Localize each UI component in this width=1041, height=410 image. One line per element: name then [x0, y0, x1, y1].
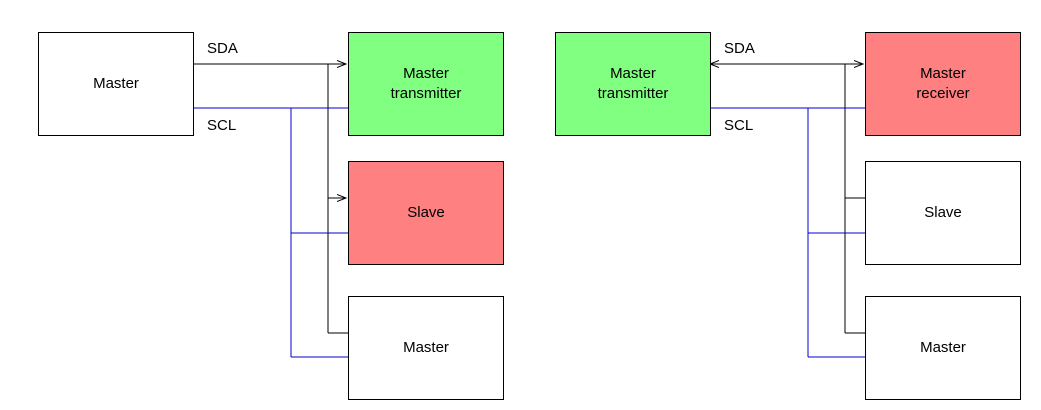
right-master-receiver-box: Master receiver — [865, 32, 1021, 136]
left-master-box: Master — [38, 32, 194, 136]
right-master-bottom-box: Master — [865, 296, 1021, 400]
left-scl-label: SCL — [207, 117, 237, 134]
right-sda-label: SDA — [724, 40, 755, 57]
right-master-transmitter-label: Master transmitter — [597, 65, 669, 102]
right-scl-wires — [710, 107, 865, 358]
left-scl-wires — [193, 107, 348, 358]
right-master-receiver-label: Master receiver — [916, 65, 970, 102]
left-master-bottom-label: Master — [403, 339, 449, 356]
right-sda-wires — [710, 64, 865, 334]
right-slave-label: Slave — [924, 204, 962, 221]
left-master-transmitter-box: Master transmitter — [348, 32, 504, 136]
right-slave-box: Slave — [865, 161, 1021, 265]
left-sda-label: SDA — [207, 40, 238, 57]
left-slave-label: Slave — [407, 204, 445, 221]
left-slave-box: Slave — [348, 161, 504, 265]
right-master-transmitter-box: Master transmitter — [555, 32, 711, 136]
left-master-bottom-box: Master — [348, 296, 504, 400]
left-master-transmitter-label: Master transmitter — [390, 65, 462, 102]
right-master-bottom-label: Master — [920, 339, 966, 356]
left-sda-wires — [193, 64, 348, 334]
left-master-label: Master — [93, 75, 139, 92]
right-scl-label: SCL — [724, 117, 754, 134]
